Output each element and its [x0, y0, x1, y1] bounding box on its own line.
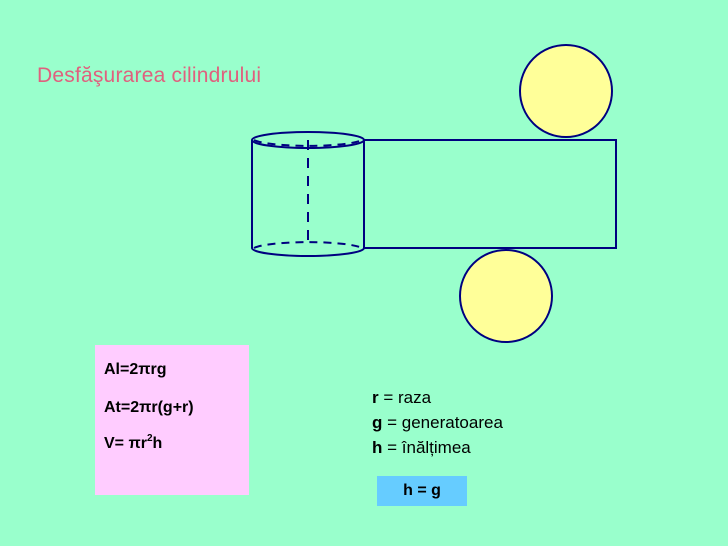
cylinder	[251, 131, 365, 257]
page-title: Desfăşurarea cilindrului	[37, 64, 262, 87]
legend-item-h: h = înălțimea	[372, 438, 471, 457]
lateral-surface-rectangle	[363, 139, 617, 249]
height-equals-generator-box: h = g	[377, 476, 467, 506]
total-area-formula: At=2πr(g+r)	[104, 399, 194, 416]
volume-formula: V= πr2h	[104, 433, 163, 452]
cylinder-top-base-dash	[253, 139, 363, 147]
formula-box: Al=2πrg At=2πr(g+r) V= πr2h	[95, 345, 249, 495]
top-base-circle	[519, 44, 613, 138]
symbol-legend: r = raza g = generatoarea h = înălțimea	[372, 385, 503, 460]
legend-item-r: r = raza	[372, 388, 432, 407]
bottom-base-circle	[459, 249, 553, 343]
lateral-area-formula: Al=2πrg	[104, 361, 167, 378]
cylinder-bottom-hidden-arc	[253, 241, 363, 249]
legend-item-g: g = generatoarea	[372, 413, 503, 432]
